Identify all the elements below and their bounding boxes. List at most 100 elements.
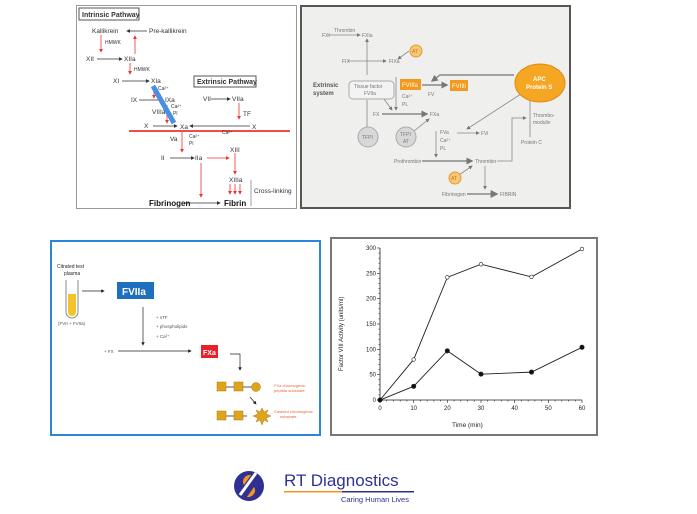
label-hmwk-2: HMWK bbox=[134, 67, 150, 73]
label-plasma: plasma bbox=[64, 271, 80, 277]
label-crosslinking: Cross-linking bbox=[254, 188, 292, 195]
label-tissue-factor: Tissue factor bbox=[354, 84, 383, 90]
data-point bbox=[478, 371, 484, 377]
label-prekallikrein: Pre-kallikrein bbox=[149, 28, 187, 35]
apc-protein-s bbox=[514, 63, 566, 103]
label-extrinsic: Extrinsic bbox=[313, 83, 339, 89]
label-at-3: AT bbox=[451, 176, 457, 182]
label-fibrinogen: Fibrinogen bbox=[149, 199, 190, 208]
label-ca-2: Ca²⁺ bbox=[440, 138, 451, 144]
label-fviiia: FVIIIa bbox=[402, 83, 419, 89]
label-ix: IX bbox=[131, 97, 138, 104]
substrate-circle bbox=[251, 382, 261, 392]
label-ca-4: Ca²⁺ bbox=[189, 134, 200, 140]
data-point bbox=[377, 397, 383, 403]
label-fxi: FXI bbox=[322, 33, 330, 39]
label-xi: XI bbox=[113, 78, 119, 85]
label-substrate-2: peptide substrate bbox=[274, 388, 305, 393]
tfpi-at-circle bbox=[395, 126, 417, 148]
label-thrombomodulin: Thrombo- bbox=[533, 113, 555, 119]
at-badge-2 bbox=[448, 171, 462, 185]
x-axis-label: Time (min) bbox=[452, 422, 483, 429]
tfpi-circle bbox=[357, 126, 379, 148]
label-ca-3: Ca²⁺ bbox=[222, 130, 233, 136]
label-prothrombin: Prothrombin bbox=[394, 159, 421, 165]
x-tick-label: 30 bbox=[478, 406, 485, 412]
label-thrombin-top: Thrombin bbox=[334, 28, 355, 34]
label-tf: TF bbox=[243, 111, 251, 118]
label-fviia: FVIIa bbox=[364, 91, 376, 97]
rt-diagnostics-logo: RT Diagnostics Caring Human Lives bbox=[232, 465, 422, 507]
label-ca: + Ca²⁺ bbox=[156, 334, 170, 339]
data-point bbox=[579, 246, 585, 252]
label-thrombin: Thrombin bbox=[475, 159, 496, 165]
label-system: system bbox=[313, 91, 334, 97]
label-apc: APC bbox=[533, 77, 546, 83]
fviiii-box bbox=[450, 80, 468, 91]
label-xiia: XIIa bbox=[124, 56, 136, 63]
coagulation-cascade-diagram: AT AT TFPI TFPI AT Tissue factor FVIIa F… bbox=[300, 5, 571, 209]
label-fibrin: Fibrin bbox=[224, 199, 246, 208]
label-phospholipids: + phospholipids bbox=[156, 324, 188, 329]
label-pl: Pl bbox=[173, 111, 177, 117]
blue-bar bbox=[150, 84, 177, 125]
label-viia: VIIa bbox=[232, 96, 244, 103]
label-fibrinogen: Fibrinogen bbox=[442, 192, 466, 198]
label-viiia: VIIIa bbox=[152, 109, 166, 116]
substrate-square bbox=[233, 381, 244, 392]
data-point bbox=[478, 262, 484, 267]
label-xa: Xa bbox=[180, 124, 188, 131]
label-substrate: FXa chromogenic bbox=[274, 383, 305, 388]
y-tick-label: 250 bbox=[366, 271, 377, 277]
y-tick-label: 100 bbox=[366, 347, 377, 353]
label-pl-2: PL bbox=[440, 146, 446, 152]
label-kallikrein: Kallikrein bbox=[92, 28, 119, 35]
label-ca: Ca²⁺ bbox=[158, 86, 169, 92]
label-cleaved: Cleaved chromogenic bbox=[274, 409, 313, 414]
label-xia: XIa bbox=[151, 78, 161, 85]
label-ixa: IXa bbox=[165, 97, 175, 104]
label-modulin: modulin bbox=[533, 120, 551, 126]
label-iia: IIa bbox=[195, 155, 203, 162]
label-citrated: Citrated test bbox=[57, 264, 85, 270]
label-stf: + sTF bbox=[156, 315, 168, 320]
label-fviiii: FVIIIi bbox=[452, 84, 466, 90]
label-at-2: AT bbox=[403, 139, 409, 145]
y-tick-label: 200 bbox=[366, 297, 377, 303]
series-line-2 bbox=[379, 346, 583, 401]
extrinsic-title: Extrinsic Pathway bbox=[197, 79, 257, 86]
label-fibrin: FIBRIN bbox=[500, 192, 517, 198]
label-pl: PL bbox=[402, 102, 408, 108]
extrinsic-title-box bbox=[193, 75, 257, 88]
label-tfpi: TFPI bbox=[362, 135, 373, 141]
fviiia-box bbox=[400, 79, 421, 90]
x-tick-label: 60 bbox=[579, 406, 586, 412]
label-fx: FX bbox=[373, 112, 380, 118]
cleaved-square bbox=[233, 410, 244, 421]
data-point bbox=[579, 344, 585, 350]
label-protein-c: Protein C bbox=[521, 140, 542, 146]
data-point bbox=[411, 357, 416, 362]
label-fvi: FVi bbox=[481, 131, 488, 137]
label-va: Va bbox=[170, 136, 178, 143]
chromophore-star-icon bbox=[252, 407, 272, 426]
label-tube: (FVII + FVIIa) bbox=[58, 321, 86, 326]
chromogenic-assay-diagram: Citrated test plasma (FVII + FVIIa) FVII… bbox=[50, 240, 321, 436]
fxa-box bbox=[201, 345, 218, 358]
label-x-2: X bbox=[252, 124, 257, 131]
label-fva: FVa bbox=[440, 130, 449, 136]
y-tick-label: 300 bbox=[366, 246, 377, 252]
plasma-fill bbox=[68, 294, 76, 316]
data-point bbox=[411, 383, 417, 389]
tissue-factor-box bbox=[348, 80, 395, 100]
logo-tagline: Caring Human Lives bbox=[341, 495, 409, 504]
label-vii: VII bbox=[203, 96, 211, 103]
label-hmwk: HMWK bbox=[105, 40, 121, 46]
label-ca: Ca²⁺ bbox=[402, 94, 413, 100]
x-tick-label: 10 bbox=[410, 406, 417, 412]
data-point bbox=[529, 274, 534, 279]
label-fxa: FXa bbox=[430, 112, 439, 118]
label-x: X bbox=[144, 123, 149, 130]
data-point bbox=[445, 275, 450, 280]
